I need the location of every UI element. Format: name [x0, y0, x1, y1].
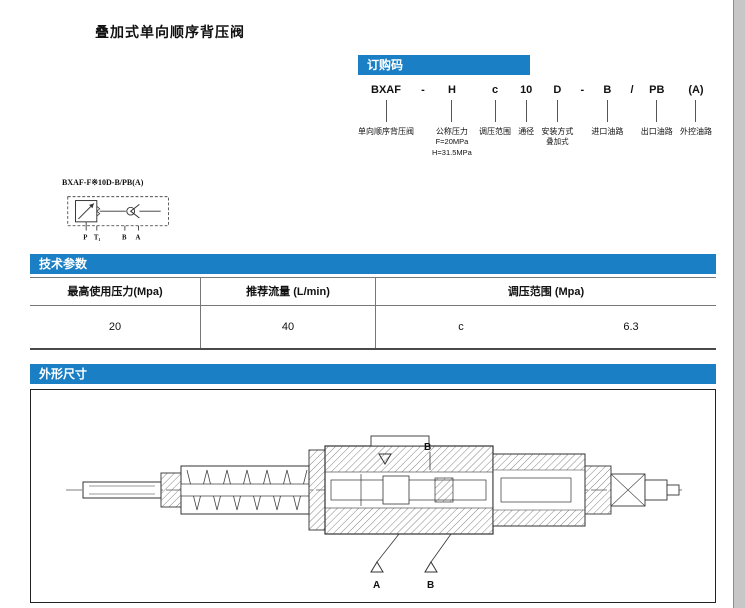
tech-params-table: 最高使用压力(Mpa) 推荐流量 (L/min) 调压范围 (Mpa) 20 4…: [30, 277, 716, 350]
order-item-label: 进口油路: [591, 127, 624, 136]
order-code-part: c: [491, 84, 499, 96]
order-code-separator: -: [580, 84, 585, 96]
order-connector-line: [556, 100, 558, 122]
order-item-model: BXAF 单向顺序背压阀: [358, 84, 414, 137]
col-header-flow: 推荐流量 (L/min): [201, 278, 376, 305]
order-code-part: 10: [520, 84, 533, 96]
outline-header: 外形尺寸: [30, 364, 716, 384]
order-item-pressure: H 公称压力 F=20MPa H=31.5MPa: [432, 84, 472, 158]
tech-params-section: 技术参数 最高使用压力(Mpa) 推荐流量 (L/min) 调压范围 (Mpa)…: [30, 254, 716, 350]
hydraulic-symbol-diagram: P T₁ B A: [67, 196, 169, 241]
order-item-sublabel: F=20MPa: [435, 137, 469, 147]
order-item-mounting: D 安装方式 叠加式: [541, 84, 573, 148]
cell-flow: 40: [201, 306, 376, 348]
drawing-label-top-b: B: [424, 442, 431, 453]
order-item-inlet: B 进口油路: [591, 84, 623, 137]
order-item-outlet: PB 出口油路: [641, 84, 673, 137]
order-code-separator: -: [421, 84, 425, 96]
order-connector-line: [606, 100, 608, 122]
port-label-p: P: [83, 234, 87, 241]
scan-page-edge: [733, 0, 745, 608]
col-header-max-pressure: 最高使用压力(Mpa): [30, 278, 201, 305]
page-title: 叠加式单向顺序背压阀: [95, 24, 245, 40]
order-item-label: 公称压力: [435, 127, 468, 136]
order-item-label: 安装方式: [541, 127, 574, 136]
order-connector-line: [385, 100, 387, 122]
outline-drawing-box: B A B: [30, 389, 716, 603]
order-code-part: D: [553, 84, 562, 96]
order-item-sublabel: 叠加式: [546, 137, 569, 147]
order-connector-line: [656, 100, 658, 122]
order-code-header: 订购码: [358, 55, 530, 75]
tech-params-header: 技术参数: [30, 254, 716, 274]
order-code-part: B: [603, 84, 612, 96]
order-item-label: 外控油路: [679, 127, 712, 136]
drawing-label-bottom-a: A: [373, 580, 380, 591]
left-rod: [82, 472, 182, 508]
main-valve-body: [308, 435, 494, 535]
bottom-port-markers: [370, 533, 452, 573]
order-connector-line: [695, 100, 697, 122]
right-body-and-end: [492, 453, 680, 527]
order-connector-line: [451, 100, 453, 122]
cell-max-pressure: 20: [30, 306, 201, 348]
order-code-separator: /: [630, 84, 634, 96]
drawing-label-bottom-b: B: [427, 580, 434, 591]
col-header-range: 调压范围 (Mpa): [507, 286, 585, 298]
outline-dimensions-section: 外形尺寸: [30, 364, 716, 603]
cell-range-code: c: [458, 321, 464, 333]
hydraulic-symbol-block: BXAF-F※10D-B/PB(A) P T₁ B A: [62, 178, 184, 247]
valve-cross-section-drawing: B A B: [66, 435, 683, 591]
port-label-t1: T₁: [94, 234, 101, 241]
order-code-section: 订购码 BXAF 单向顺序背压阀 - H 公称压力 F=20MPa H=31.5…: [358, 55, 712, 158]
tech-table-value-row: 20 40 c 6.3: [30, 306, 716, 350]
order-connector-line: [494, 100, 496, 122]
symbol-caption: BXAF-F※10D-B/PB(A): [62, 178, 144, 187]
order-item-label: 调压范围: [479, 127, 512, 136]
top-port-marker: [378, 452, 431, 470]
order-code-row: BXAF 单向顺序背压阀 - H 公称压力 F=20MPa H=31.5MPa …: [358, 84, 712, 158]
port-label-b: B: [122, 234, 127, 241]
cell-range-value: 6.3: [623, 321, 639, 333]
order-code-part: PB: [649, 84, 665, 96]
order-code-part: (A): [688, 84, 704, 96]
order-item-size: 10 通径: [518, 84, 534, 137]
order-item-label: 通径: [518, 127, 535, 136]
order-item-label: 出口油路: [640, 127, 673, 136]
order-code-part: H: [447, 84, 456, 96]
order-code-part: BXAF: [371, 84, 401, 96]
order-item-sublabel: H=31.5MPa: [432, 147, 472, 157]
order-connector-line: [525, 100, 527, 122]
tech-table-header-row: 最高使用压力(Mpa) 推荐流量 (L/min) 调压范围 (Mpa): [30, 277, 716, 306]
order-item-range: c 调压范围: [479, 84, 511, 137]
port-label-a: A: [136, 234, 141, 241]
order-item-label: 单向顺序背压阀: [358, 127, 414, 136]
spring-housing: [180, 465, 310, 515]
order-item-external-control: (A) 外控油路: [680, 84, 712, 137]
